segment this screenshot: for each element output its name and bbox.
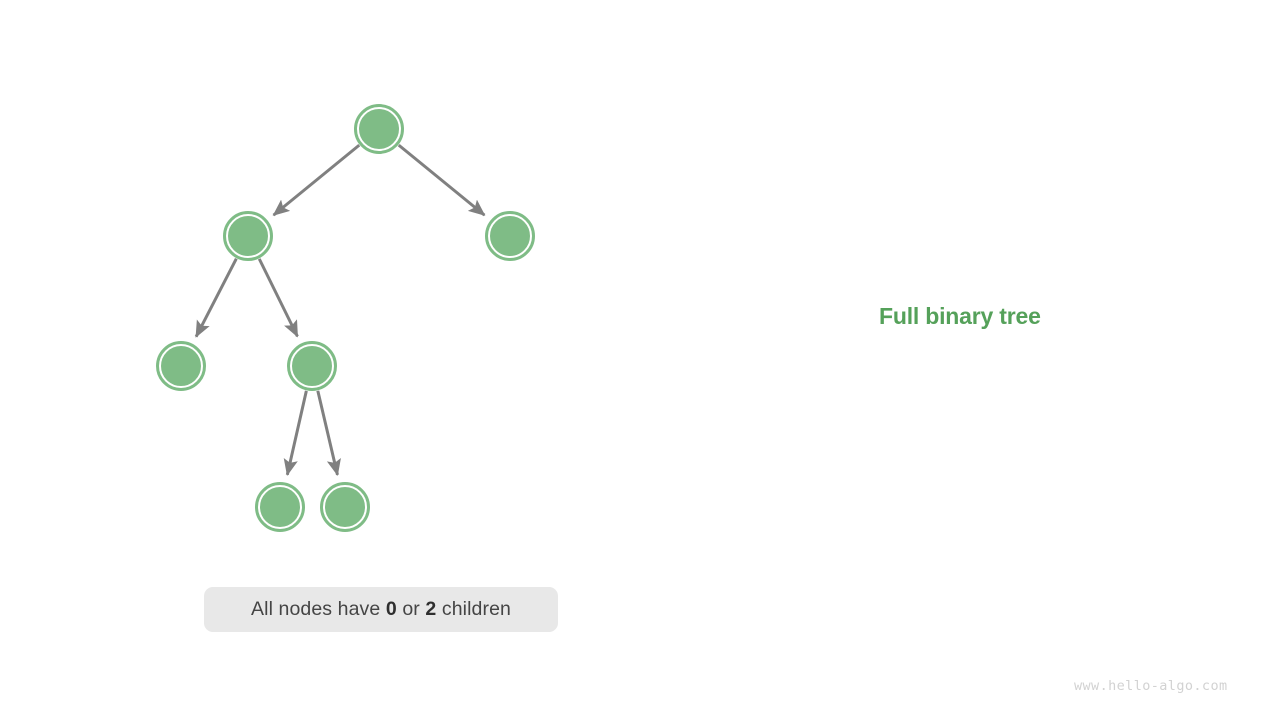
page-title: Full binary tree [879, 303, 1041, 329]
node-inner-ring [488, 214, 532, 258]
site-watermark: www.hello-algo.com [1074, 678, 1228, 694]
tree-edge-n-l-to-n-lr [257, 258, 299, 338]
caption-badge: All nodes have 0 or 2 children [204, 587, 558, 632]
tree-edge-root-to-n-l [272, 143, 361, 217]
tree-edge-n-l-to-n-ll [194, 257, 238, 338]
tree-edge-n-lr-to-n-lrl [283, 390, 308, 476]
caption-text: All nodes have 0 or 2 children [251, 598, 511, 621]
tree-edge-n-lr-to-n-lrr [316, 390, 341, 477]
caption-value-b: 2 [425, 598, 437, 620]
node-inner-ring [258, 485, 302, 529]
node-inner-ring [226, 214, 270, 258]
node-inner-ring [357, 107, 401, 151]
tree-node-n-lrl[interactable] [255, 482, 305, 532]
tree-node-n-r[interactable] [485, 211, 535, 261]
caption-middle: or [396, 598, 426, 620]
tree-node-n-lr[interactable] [287, 341, 337, 391]
tree-node-layer [156, 104, 535, 532]
caption-suffix: children [436, 598, 511, 620]
node-inner-ring [290, 344, 334, 388]
tree-edge-layer [194, 143, 486, 477]
caption-value-a: 0 [385, 598, 397, 620]
tree-node-n-ll[interactable] [156, 341, 206, 391]
tree-node-n-lrr[interactable] [320, 482, 370, 532]
caption-prefix: All nodes have [251, 598, 386, 620]
node-inner-ring [159, 344, 203, 388]
node-inner-ring [323, 485, 367, 529]
tree-node-n-l[interactable] [223, 211, 273, 261]
tree-edge-root-to-n-r [397, 143, 486, 217]
tree-node-root[interactable] [354, 104, 404, 154]
